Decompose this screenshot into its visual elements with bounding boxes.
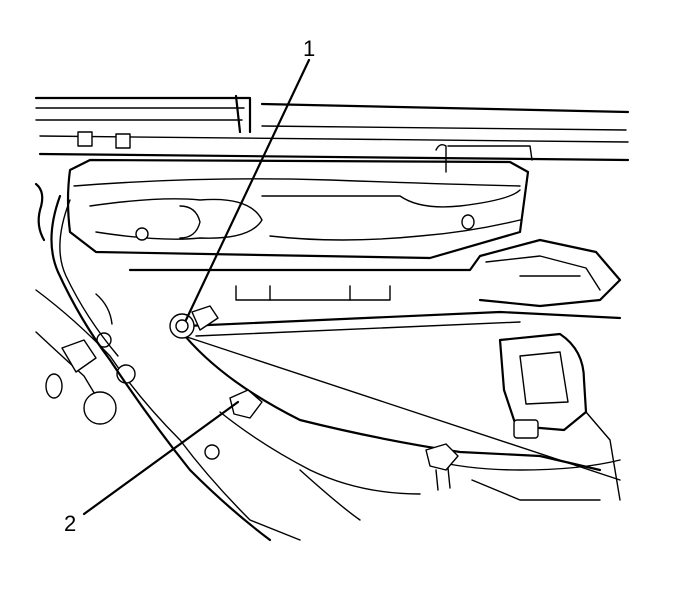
left-fender (34, 182, 301, 541)
leader-line-2 (82, 400, 240, 516)
callout-label-1: 1 (303, 36, 316, 61)
air-plenum (66, 143, 533, 260)
blower-housing (128, 238, 622, 308)
component-connector (229, 389, 459, 491)
wiring-harness (50, 194, 622, 542)
cowl-panel (34, 94, 630, 162)
clip-square-left (77, 131, 93, 147)
callout-label-2: 2 (64, 511, 77, 536)
clip-square-right (115, 133, 131, 149)
component-grommet (169, 305, 219, 339)
right-bracket (471, 332, 621, 501)
leader-line-1 (184, 58, 311, 322)
